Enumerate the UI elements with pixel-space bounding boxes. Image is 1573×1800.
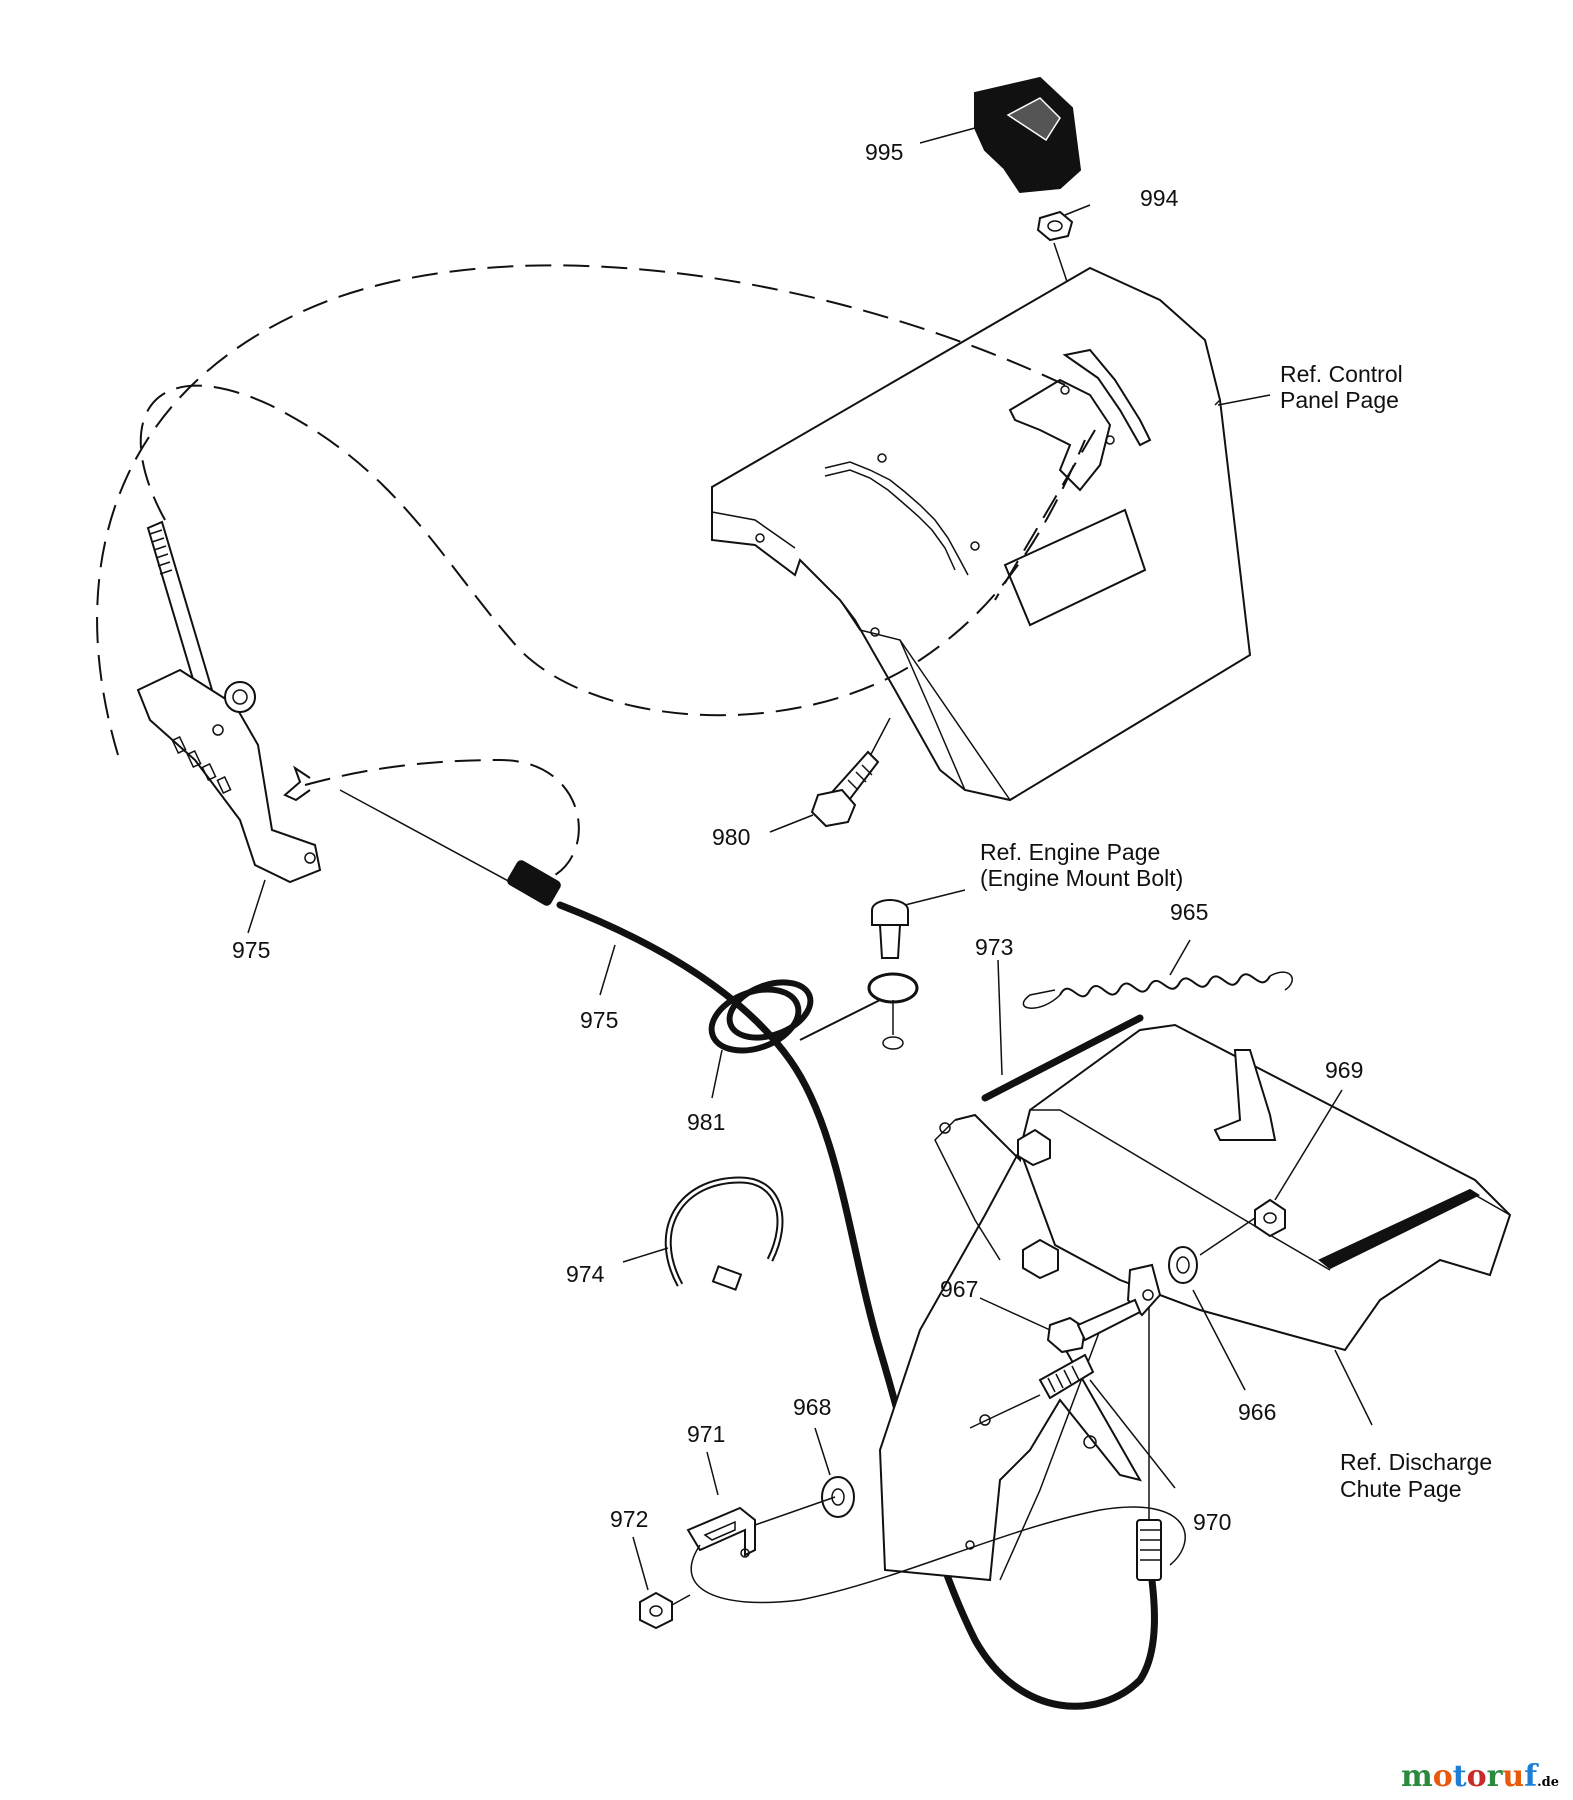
- label-966: 966: [1238, 1399, 1276, 1425]
- leader-ref-control: [1217, 394, 1271, 406]
- leader-966: [1192, 1289, 1246, 1391]
- shoulder-bolt-980: [810, 750, 880, 828]
- leader-980: [769, 814, 814, 833]
- watermark-letter: r: [1486, 1759, 1503, 1794]
- label-971: 971: [687, 1421, 725, 1447]
- leader-974: [622, 1247, 669, 1263]
- leader-972: [632, 1536, 649, 1591]
- chute-nut-2: [1022, 1238, 1059, 1280]
- label-ref-engine-1: Ref. Engine Page: [980, 839, 1160, 865]
- leader-975b: [599, 944, 616, 996]
- engine-mount-bolt: [867, 899, 919, 1050]
- bolt-970: [969, 1353, 1095, 1429]
- leader-engine-ref: [904, 889, 966, 906]
- label-995: 995: [865, 139, 903, 165]
- label-967: 967: [940, 1276, 978, 1302]
- cable-bracket-971: [686, 1496, 836, 1558]
- label-974: 974: [566, 1261, 605, 1287]
- label-ref-discharge-2: Chute Page: [1340, 1476, 1461, 1502]
- cable-tie-981: [708, 979, 881, 1054]
- label-975a: 975: [232, 937, 270, 963]
- leader-981: [711, 1049, 723, 1099]
- bolt-980-line: [867, 717, 891, 761]
- watermark-letter: u: [1502, 1759, 1525, 1794]
- watermark-letter: f: [1524, 1759, 1538, 1794]
- chute-nut-1: [1017, 1128, 1051, 1167]
- leader-973: [997, 959, 1003, 1076]
- label-ref-discharge-1: Ref. Discharge: [1340, 1449, 1492, 1475]
- leader-967: [979, 1297, 1051, 1331]
- leader-968: [814, 1427, 831, 1476]
- watermark-suffix: .de: [1537, 1775, 1559, 1790]
- cable-route-down: [994, 429, 1096, 601]
- shift-lever-assembly: [136, 520, 322, 884]
- chute-control-cable: [507, 860, 1162, 1710]
- leader-971: [706, 1451, 719, 1496]
- leader-970: [1089, 1379, 1176, 1489]
- washer-966: [1168, 1246, 1198, 1284]
- cable-route-inner: [139, 384, 1086, 717]
- label-975b: 975: [580, 1007, 618, 1033]
- label-970: 970: [1193, 1509, 1231, 1535]
- label-ref-control-1: Ref. Control: [1280, 361, 1403, 387]
- leader-969: [1274, 1089, 1343, 1201]
- leader-965: [1169, 939, 1191, 976]
- label-968: 968: [793, 1394, 831, 1420]
- label-981: 981: [687, 1109, 725, 1135]
- label-ref-control-2: Panel Page: [1280, 387, 1399, 413]
- wire-973: [981, 1014, 1144, 1102]
- leader-975a: [247, 879, 266, 934]
- washer-968: [821, 1476, 855, 1518]
- label-994: 994: [1140, 185, 1179, 211]
- watermark-letter: o: [1466, 1759, 1487, 1794]
- spring-965: [1022, 971, 1293, 1009]
- label-973: 973: [975, 934, 1013, 960]
- leader-ref-discharge: [1334, 1349, 1373, 1426]
- cable-clamp-974: [664, 1176, 784, 1291]
- nut-969: [1254, 1198, 1286, 1238]
- nut-972: [639, 1591, 691, 1630]
- watermark-letter: t: [1452, 1759, 1467, 1794]
- cable-route-bottom: [690, 1506, 1186, 1604]
- watermark-letter: o: [1432, 1759, 1453, 1794]
- axis-line-966: [1199, 1217, 1256, 1256]
- hex-nut-994: [1036, 210, 1074, 242]
- cable-route-outer: [96, 264, 1066, 756]
- label-972: 972: [610, 1506, 648, 1532]
- label-969: 969: [1325, 1057, 1363, 1083]
- watermark-text: motoruf: [1401, 1759, 1537, 1794]
- bolt-967: [1046, 1298, 1142, 1354]
- z-link-rod: [283, 765, 526, 891]
- watermark-logo: motoruf.de: [1401, 1759, 1559, 1794]
- control-panel-housing: [711, 266, 1252, 802]
- label-965: 965: [1170, 899, 1208, 925]
- shift-lever-bracket: [1008, 348, 1152, 492]
- cable-route-lower: [304, 758, 580, 881]
- leader-995: [919, 127, 976, 144]
- watermark-letter: m: [1400, 1759, 1433, 1794]
- label-ref-engine-2: (Engine Mount Bolt): [980, 865, 1183, 891]
- label-980: 980: [712, 824, 750, 850]
- leader-994: [1064, 204, 1091, 216]
- chute-control-knob: [974, 76, 1082, 194]
